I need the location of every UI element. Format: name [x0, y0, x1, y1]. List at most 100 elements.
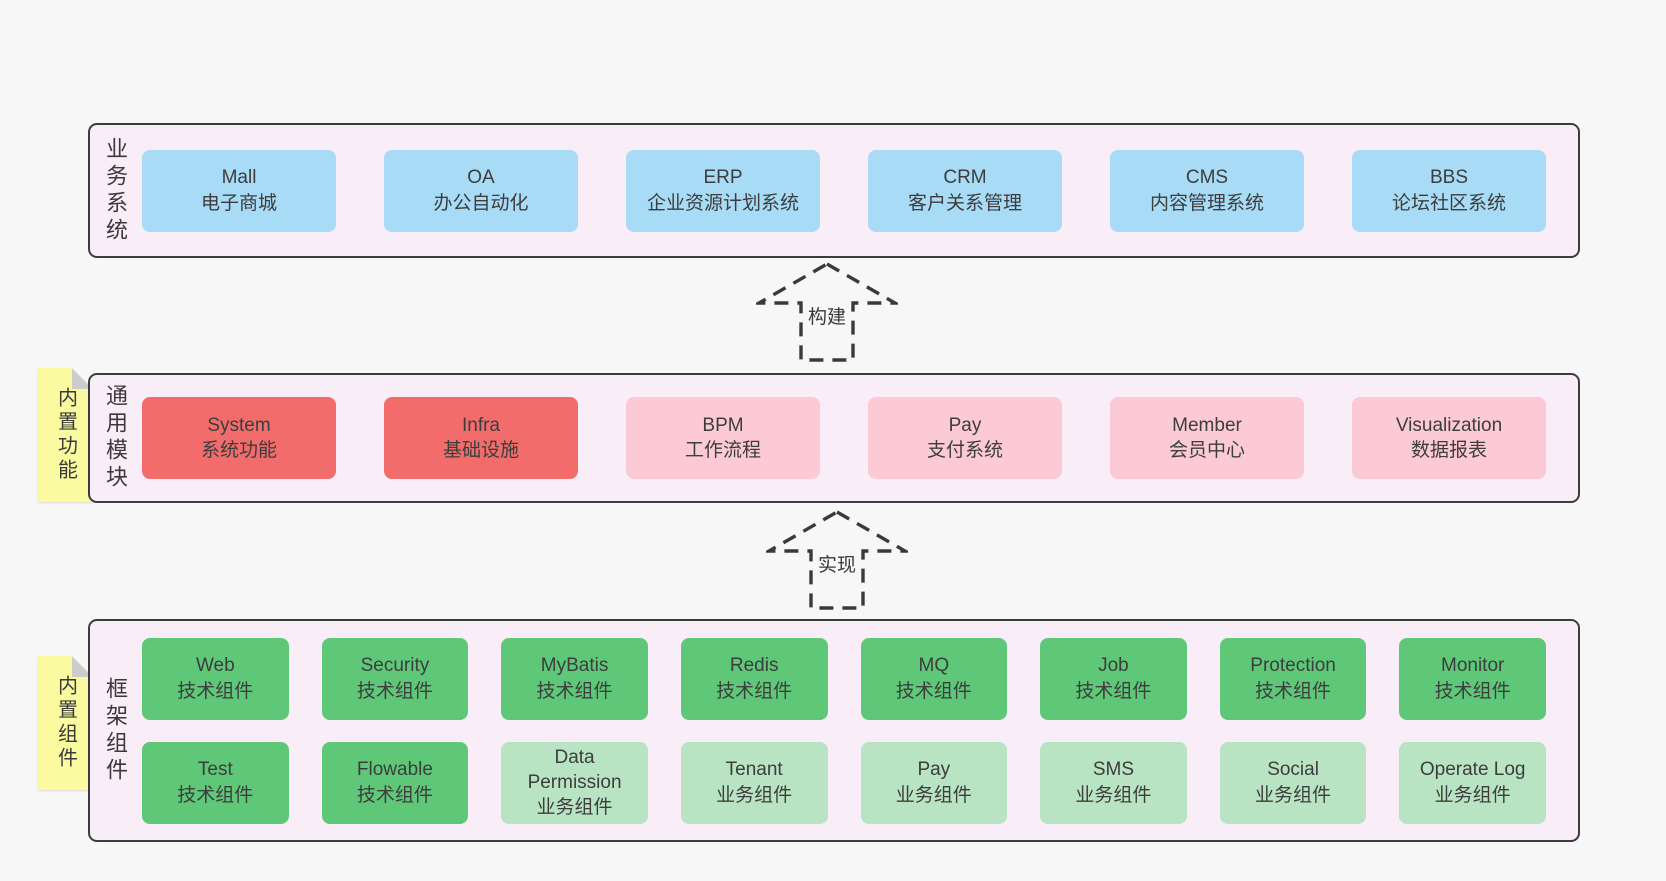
box-cms: CMS 内容管理系统 [1110, 149, 1304, 232]
box-subtitle: 电子商城 [200, 192, 277, 214]
box-sms: SMS 业务组件 [1040, 741, 1187, 824]
box-title: MyBatis [540, 655, 609, 677]
box-subtitle: 会员中心 [1168, 440, 1245, 461]
box-protection: Protection 技术组件 [1219, 637, 1367, 720]
component-boxes-grid: Web 技术组件 Security 技术组件 MyBatis 技术组件 Redi… [134, 637, 1578, 824]
sticky-note-built-in-components: 内置组件 [38, 656, 93, 790]
box-subtitle: 业务组件 [1075, 784, 1152, 806]
box-title: CRM [943, 167, 987, 189]
box-title: MQ [918, 655, 950, 677]
box-title: Job [1098, 655, 1129, 677]
box-bbs: BBS 论坛社区系统 [1352, 149, 1546, 232]
panel-business-systems: 业务系统 Mall 电子商城 OA 办公自动化 ERP 企业资源计划系统 CRM… [88, 123, 1580, 258]
box-title: Mall [221, 167, 257, 189]
box-title: SMS [1092, 759, 1135, 781]
box-subtitle: 技术组件 [177, 680, 254, 702]
box-social: Social 业务组件 [1219, 741, 1367, 824]
build-arrow: 构建 [756, 261, 898, 363]
box-title: OA [467, 167, 495, 189]
box-visualization: Visualization 数据报表 [1352, 397, 1546, 479]
box-title: BPM [702, 414, 744, 436]
box-mall: Mall 电子商城 [142, 149, 336, 232]
box-subtitle: 业务组件 [1434, 784, 1511, 806]
box-subtitle: 数据报表 [1410, 440, 1487, 461]
box-subtitle: 工作流程 [684, 440, 761, 461]
box-title: Tenant [725, 759, 783, 781]
box-crm: CRM 客户关系管理 [868, 149, 1062, 232]
box-subtitle: 技术组件 [356, 784, 433, 806]
module-boxes-row: System 系统功能 Infra 基础设施 BPM 工作流程 Pay 支付系统… [134, 397, 1578, 479]
box-subtitle: 内容管理系统 [1149, 192, 1264, 214]
box-subtitle: 技术组件 [536, 680, 613, 702]
box-title: Data Permission [527, 746, 622, 793]
box-job: Job 技术组件 [1040, 637, 1187, 720]
box-bpm: BPM 工作流程 [626, 397, 820, 479]
box-subtitle: 技术组件 [177, 784, 254, 806]
box-security: Security 技术组件 [321, 637, 469, 720]
box-title: Member [1172, 414, 1242, 436]
box-subtitle: 技术组件 [1434, 680, 1511, 702]
box-subtitle: 基础设施 [442, 440, 519, 461]
box-subtitle: 业务组件 [716, 784, 793, 806]
business-boxes-row: Mall 电子商城 OA 办公自动化 ERP 企业资源计划系统 CRM 客户关系… [134, 149, 1578, 232]
box-subtitle: 技术组件 [356, 680, 433, 702]
sticky-note-built-in-features: 内置功能 [38, 368, 93, 502]
box-subtitle: 办公自动化 [433, 192, 529, 214]
panel-label-common-modules: 通用模块 [103, 384, 128, 492]
box-subtitle: 企业资源计划系统 [646, 192, 799, 214]
corner-cut-shape [72, 368, 93, 389]
box-subtitle: 业务组件 [536, 797, 613, 819]
box-flowable: Flowable 技术组件 [321, 741, 469, 824]
box-title: Infra [461, 414, 501, 436]
box-infra: Infra 基础设施 [384, 397, 578, 479]
panel-label-business-systems: 业务系统 [103, 136, 128, 245]
panel-framework-components: 框架组件 Web 技术组件 Security 技术组件 MyBatis 技术组件… [88, 619, 1580, 842]
box-title: CMS [1185, 167, 1229, 189]
box-subtitle: 业务组件 [1255, 784, 1332, 806]
box-data-permission: Data Permission 业务组件 [501, 741, 648, 824]
arrow-label-build: 构建 [804, 301, 850, 330]
box-subtitle: 系统功能 [200, 440, 277, 461]
box-title: BBS [1429, 167, 1469, 189]
box-title: Visualization [1395, 414, 1503, 436]
box-pay-component: Pay 业务组件 [860, 741, 1008, 824]
box-title: Web [195, 655, 235, 677]
box-operate-log: Operate Log 业务组件 [1399, 741, 1546, 824]
box-pay-module: Pay 支付系统 [868, 397, 1062, 479]
box-subtitle: 技术组件 [895, 680, 972, 702]
implement-arrow: 实现 [766, 509, 908, 611]
box-mybatis: MyBatis 技术组件 [501, 637, 648, 720]
box-subtitle: 业务组件 [895, 784, 972, 806]
box-title: Protection [1250, 655, 1336, 677]
box-tenant: Tenant 业务组件 [680, 741, 828, 824]
box-redis: Redis 技术组件 [680, 637, 828, 720]
box-monitor: Monitor 技术组件 [1399, 637, 1546, 720]
box-title: Social [1267, 759, 1319, 781]
panel-label-framework-components: 框架组件 [103, 676, 128, 785]
box-test: Test 技术组件 [142, 741, 289, 824]
arrow-label-implement: 实现 [814, 549, 860, 578]
box-subtitle: 论坛社区系统 [1391, 192, 1506, 214]
box-erp: ERP 企业资源计划系统 [626, 149, 820, 232]
box-subtitle: 技术组件 [1255, 680, 1332, 702]
box-title: Security [360, 655, 430, 677]
box-oa: OA 办公自动化 [384, 149, 578, 232]
box-subtitle: 技术组件 [1075, 680, 1152, 702]
box-title: System [207, 414, 271, 436]
box-title: Pay [917, 759, 951, 781]
sticky-note-label: 内置功能 [54, 387, 77, 483]
box-member: Member 会员中心 [1110, 397, 1304, 479]
box-title: Flowable [356, 759, 433, 781]
sticky-note-label: 内置组件 [54, 675, 77, 771]
box-subtitle: 技术组件 [716, 680, 793, 702]
box-web: Web 技术组件 [142, 637, 289, 720]
box-title: Monitor [1441, 655, 1505, 677]
corner-cut-shape [72, 656, 93, 677]
box-mq: MQ 技术组件 [860, 637, 1008, 720]
panel-common-modules: 通用模块 System 系统功能 Infra 基础设施 BPM 工作流程 Pay… [88, 373, 1580, 503]
box-title: Operate Log [1419, 759, 1526, 781]
box-subtitle: 客户关系管理 [907, 192, 1022, 214]
box-title: Test [197, 759, 233, 781]
box-title: Pay [948, 414, 982, 436]
